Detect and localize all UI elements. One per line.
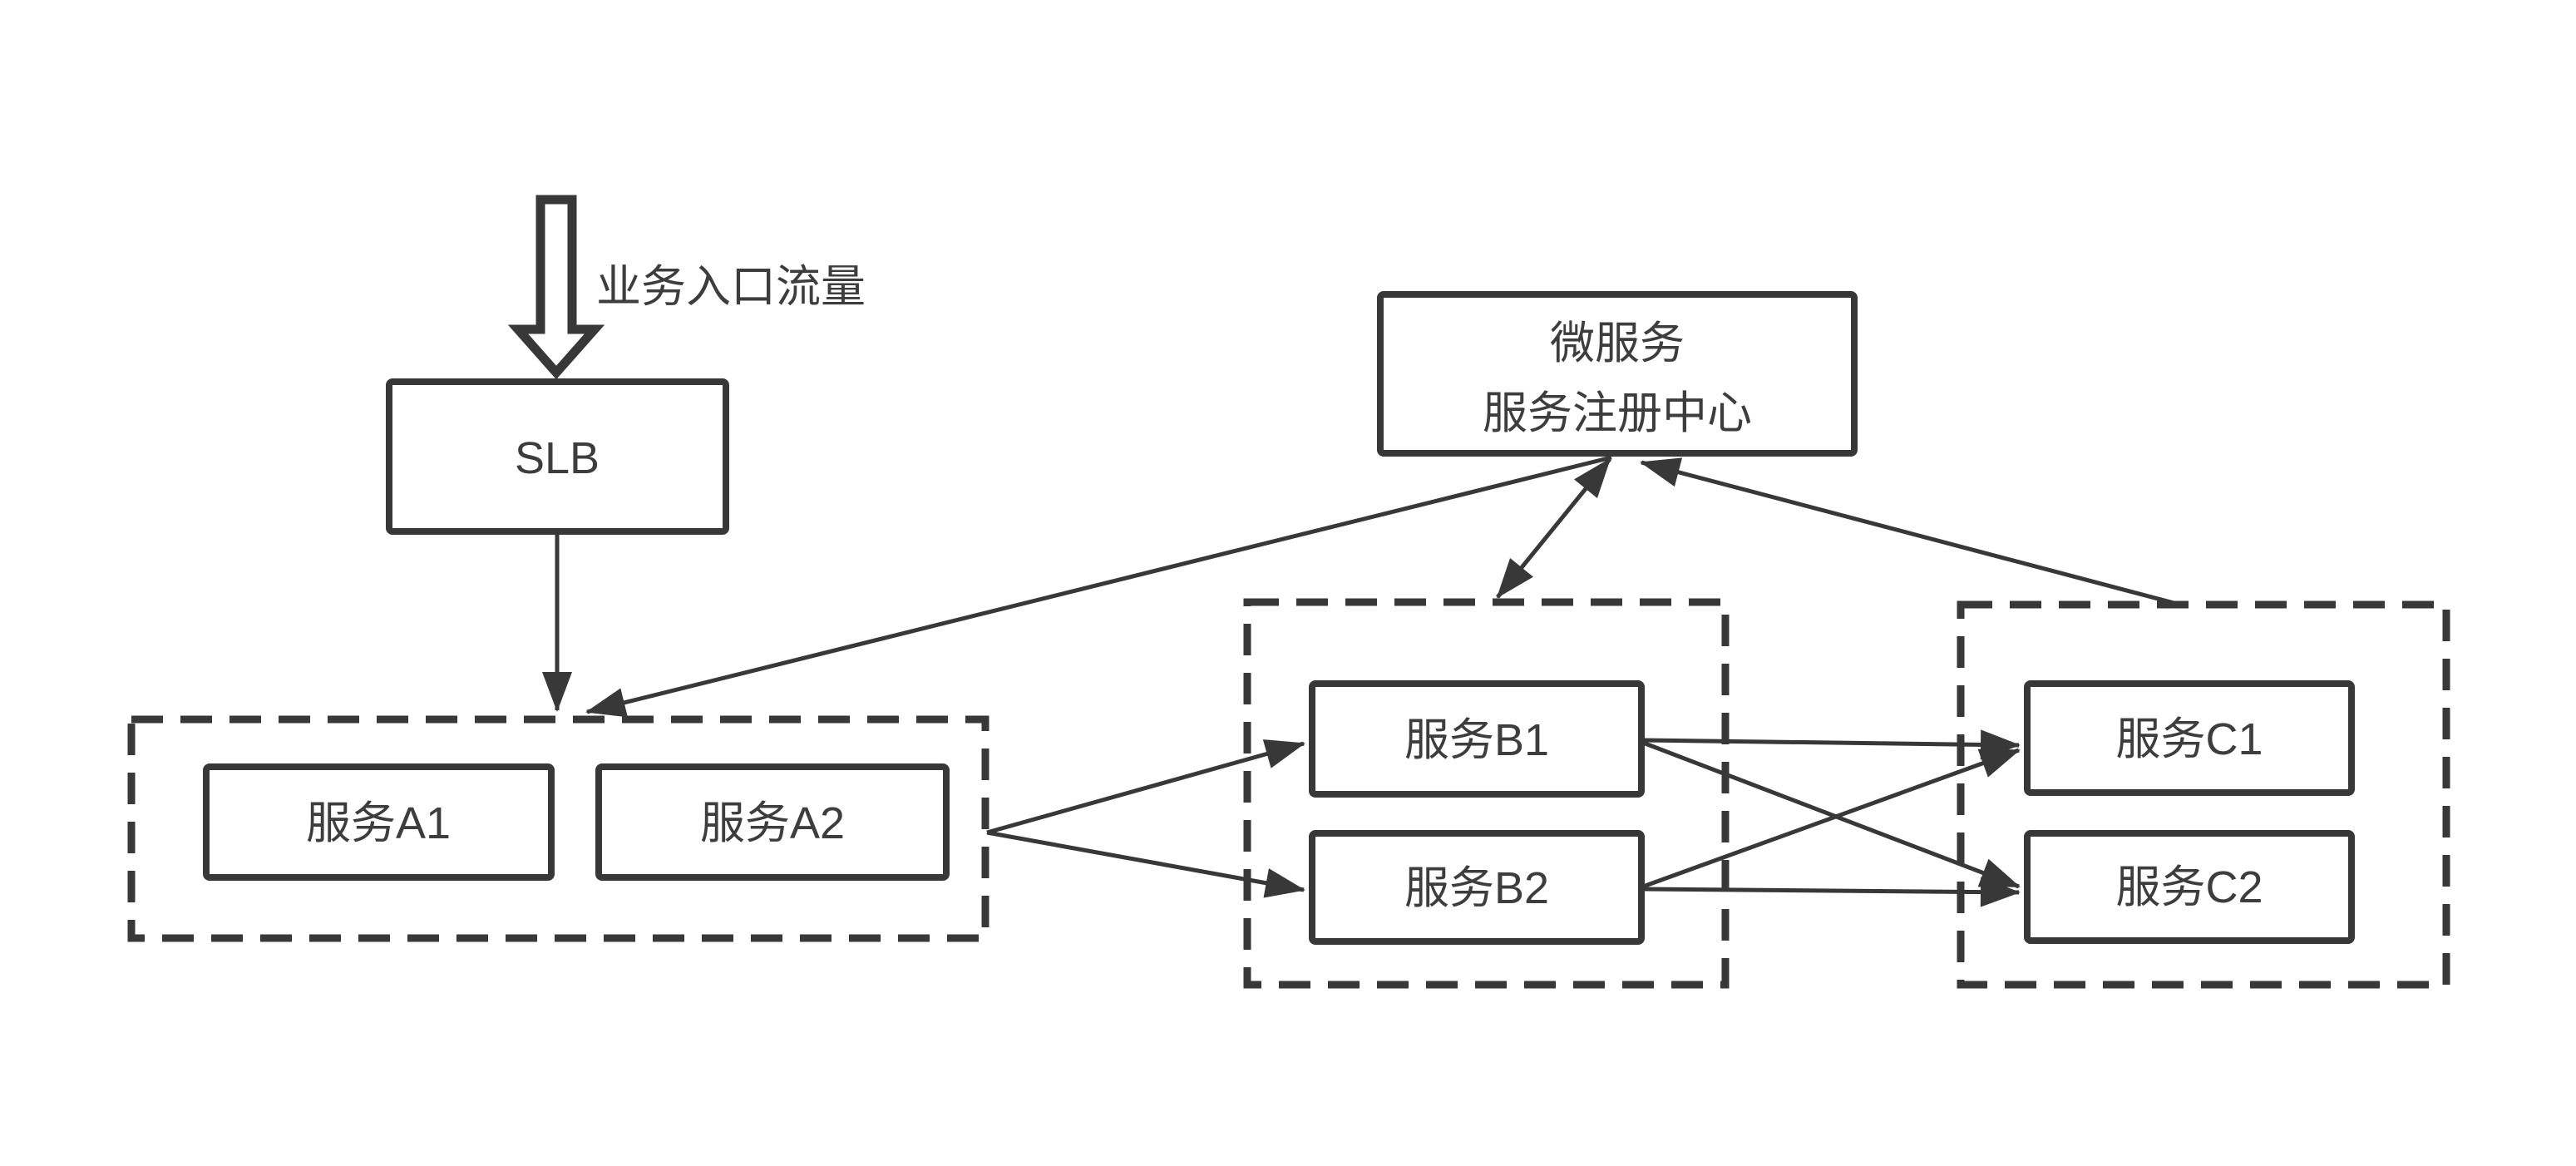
edge-b1-to-c2 xyxy=(1642,740,2021,889)
edge-b1-to-c1 xyxy=(1642,729,2021,760)
edge-b2-to-c1 xyxy=(1642,748,2021,889)
service-b2-node xyxy=(1309,830,1645,945)
service-a2-label: 服务A2 xyxy=(700,798,845,848)
service-c1-node xyxy=(2024,680,2355,796)
service-b2-label: 服务B2 xyxy=(1404,863,1549,913)
slb-node xyxy=(386,378,729,535)
edge-b2-to-c2 xyxy=(1642,877,2021,907)
service-a1-label: 服务A1 xyxy=(306,798,451,848)
cluster-b xyxy=(1243,598,1730,989)
registry-label-line1: 微服务 xyxy=(1550,319,1685,368)
entry-traffic-label: 业务入口流量 xyxy=(596,262,866,312)
service-c2-node xyxy=(2024,830,2355,944)
registry-label-line2: 服务注册中心 xyxy=(1483,388,1752,438)
cluster-a xyxy=(127,715,989,942)
edge-registry-cluster-b-double xyxy=(1496,457,1611,599)
service-b1-label: 服务B1 xyxy=(1404,715,1549,765)
service-b1-node xyxy=(1309,680,1645,798)
edge-registry-to-cluster-a xyxy=(585,455,1612,718)
service-c1-label: 服务C1 xyxy=(2115,714,2263,764)
edge-cluster-c-to-registry xyxy=(1640,457,2181,607)
service-c2-label: 服务C2 xyxy=(2115,862,2263,912)
slb-label: SLB xyxy=(515,433,600,483)
edge-cluster-a-to-b1 xyxy=(986,739,1305,835)
cluster-c xyxy=(1957,600,2450,989)
edge-cluster-a-to-b2 xyxy=(986,830,1305,898)
service-a2-node xyxy=(595,763,950,881)
registry-node xyxy=(1377,291,1858,457)
entry-traffic-arrow-icon xyxy=(507,195,605,380)
service-a1-node xyxy=(203,763,555,881)
